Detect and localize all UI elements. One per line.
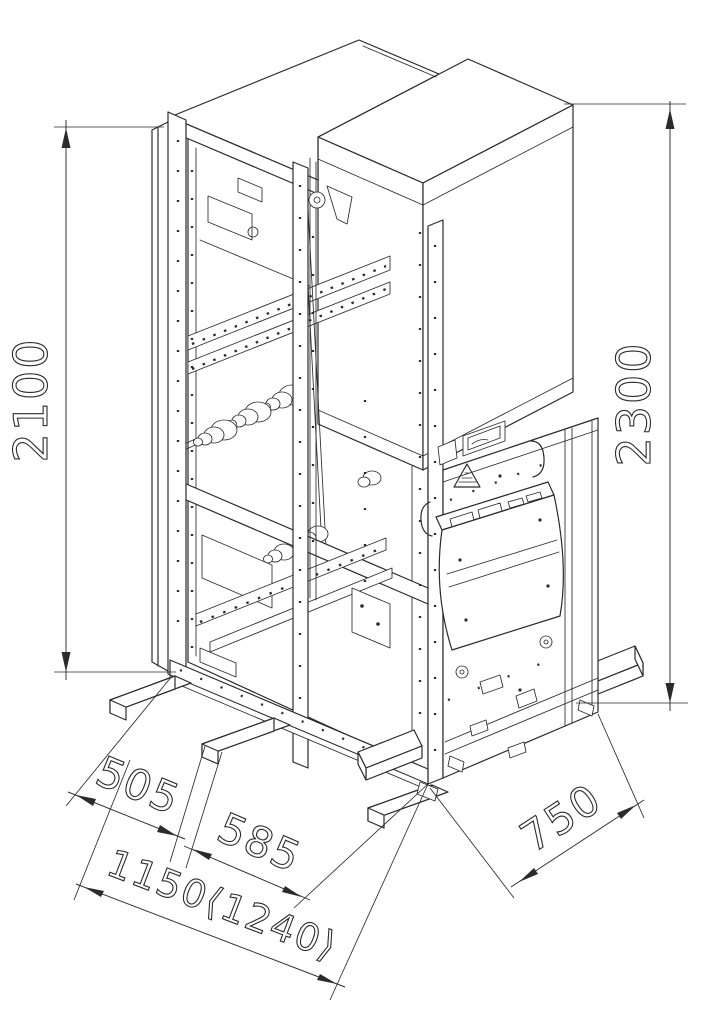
dim-label-505: 505 xyxy=(89,747,187,825)
cabinet-drawing xyxy=(109,39,644,829)
hook-bracket xyxy=(326,185,353,225)
mid-post xyxy=(292,161,309,769)
warning-triangle-icon xyxy=(453,463,481,488)
perforated-rail xyxy=(187,255,391,351)
front-face xyxy=(420,417,644,779)
dim-label-depth-total: 1150⟨1240⟩ xyxy=(101,841,344,969)
left-side-panel xyxy=(151,121,169,672)
bracket-plate xyxy=(351,587,391,649)
base-channels xyxy=(109,675,449,829)
box-front-face xyxy=(422,104,574,471)
dim-label-total-height: 2300 xyxy=(607,341,661,466)
front-left-post xyxy=(167,111,187,682)
dim-label-585: 585 xyxy=(211,803,310,882)
box-left-face xyxy=(317,136,424,471)
bottom-mechanism xyxy=(444,635,599,773)
top-unit-box xyxy=(317,58,574,471)
dimension-frame-height: 2100 xyxy=(3,120,176,680)
dim-label-frame-height: 2100 xyxy=(4,337,58,462)
interlock-recess xyxy=(462,420,506,457)
frame-right-bay xyxy=(308,157,353,601)
dim-label-width: 750 xyxy=(512,774,611,862)
door-handle xyxy=(530,440,545,478)
breaker-module xyxy=(435,481,564,651)
dimension-total-height: 2300 xyxy=(564,101,688,711)
lower-panel xyxy=(201,534,273,609)
corner-foot xyxy=(416,781,439,802)
door-handle xyxy=(420,501,433,537)
keyhole xyxy=(308,191,326,209)
